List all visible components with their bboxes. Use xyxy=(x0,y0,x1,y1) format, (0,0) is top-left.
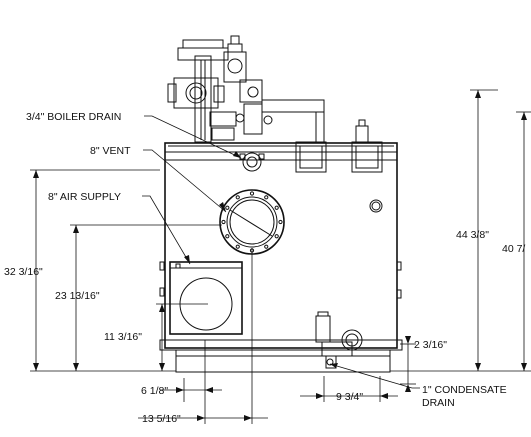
dim-height-left: 32 3/16" xyxy=(4,266,43,278)
left-dimensions xyxy=(30,169,222,372)
dim-condensate-height: 2 3/16" xyxy=(414,339,447,351)
dim-air-supply-height: 23 13/16" xyxy=(55,290,100,302)
air-supply-panel xyxy=(169,261,243,335)
flange-bolt xyxy=(264,195,269,200)
flange-bolt xyxy=(278,219,283,225)
dim-width-inner: 6 1/8" xyxy=(141,385,168,397)
vent-flange xyxy=(219,189,285,255)
flange-bolt xyxy=(225,234,230,239)
condensate-trap xyxy=(315,311,363,369)
dim-lower-height: 11 3/16" xyxy=(104,331,142,343)
callout-leaders xyxy=(142,115,420,389)
flange-bolt xyxy=(221,219,226,225)
gas-valve-assembly xyxy=(167,35,369,143)
vent-label: 8" VENT xyxy=(90,145,131,157)
right-dimensions xyxy=(390,89,531,385)
flange-bolt xyxy=(225,205,230,210)
dim-width-outer: 13 5/16" xyxy=(142,413,181,425)
condensate-drain-label-line2: DRAIN xyxy=(422,397,455,409)
flange-bolt xyxy=(274,234,279,239)
boiler-cabinet xyxy=(159,142,403,373)
dim-height-right: 40 7/ xyxy=(502,243,525,255)
flange-bolt xyxy=(249,191,255,196)
flange-bolt xyxy=(274,205,279,210)
flange-bolt xyxy=(235,244,240,249)
dim-width-right: 9 3/4" xyxy=(336,391,363,403)
flange-bolt xyxy=(235,195,240,200)
boiler-drain-label: 3/4" BOILER DRAIN xyxy=(26,111,121,123)
dim-overall-height: 44 3/8" xyxy=(456,229,489,241)
flange-bolt xyxy=(264,244,269,249)
arrowheads xyxy=(33,90,527,421)
condensate-drain-label-line1: 1" CONDENSATE xyxy=(422,384,507,396)
air-supply-label: 8" AIR SUPPLY xyxy=(48,191,121,203)
